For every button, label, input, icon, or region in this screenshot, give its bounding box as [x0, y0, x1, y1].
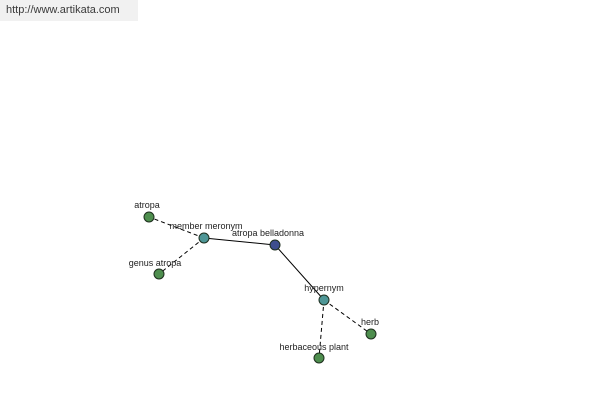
edge-member-meronym-to-atropa [148, 216, 205, 239]
node-label-herbaceous-plant[interactable]: herbaceous plant [279, 342, 349, 352]
edge-atropa-belladonna-to-hypernym [274, 244, 325, 301]
edge-hypernym-to-herb [323, 299, 372, 335]
node-atropa[interactable] [143, 211, 155, 223]
node-member-meronym[interactable] [198, 232, 210, 244]
node-atropa-belladonna[interactable] [269, 239, 281, 251]
node-label-atropa-belladonna[interactable]: atropa belladonna [232, 228, 304, 238]
nodes-layer [143, 211, 377, 364]
node-label-member-meronym[interactable]: member meronym [169, 221, 242, 231]
node-genus-atropa[interactable] [153, 268, 165, 280]
edge-hypernym-to-herbaceous-plant [318, 299, 325, 359]
node-herb[interactable] [365, 328, 377, 340]
node-label-genus-atropa[interactable]: genus atropa [129, 258, 182, 268]
edge-atropa-belladonna-to-member-meronym [203, 237, 276, 246]
edge-member-meronym-to-genus-atropa [158, 237, 205, 275]
site-url-label[interactable]: http://www.artikata.com [0, 0, 138, 21]
node-label-hypernym[interactable]: hypernym [304, 283, 344, 293]
node-herbaceous-plant[interactable] [313, 352, 325, 364]
node-label-atropa[interactable]: atropa [134, 200, 160, 210]
node-label-herb[interactable]: herb [361, 317, 379, 327]
node-hypernym[interactable] [318, 294, 330, 306]
edges-layer [148, 216, 372, 359]
